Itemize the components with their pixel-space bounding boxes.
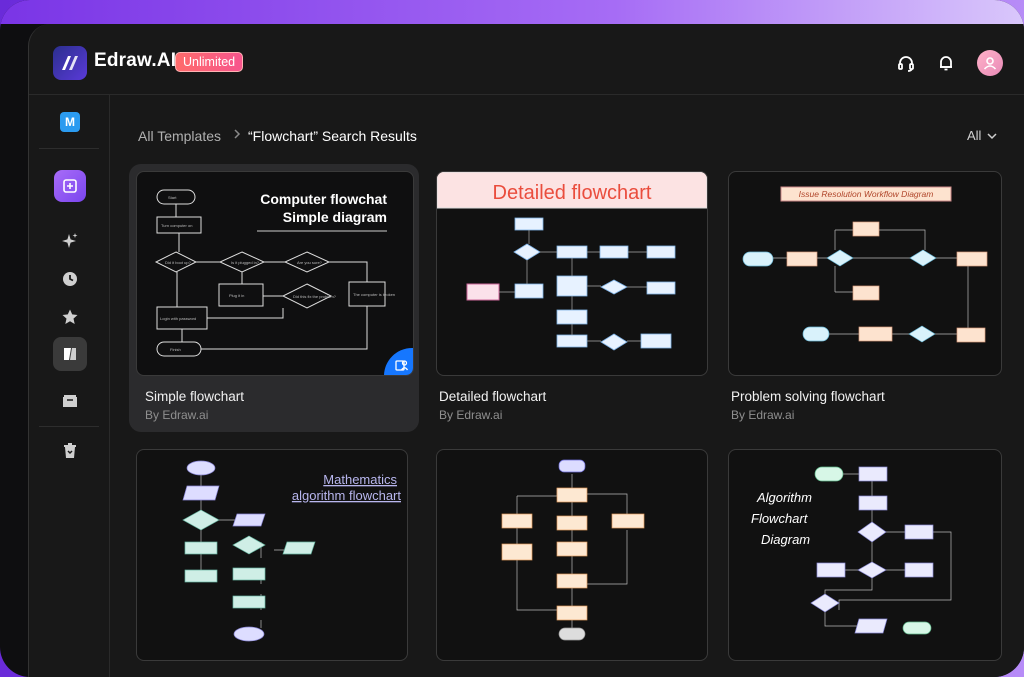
template-preview[interactable]: Issue Resolution Workflow Diagram	[728, 171, 1002, 376]
template-card[interactable]: Computer flowchat Simple diagram	[129, 164, 419, 432]
templates-icon[interactable]	[53, 337, 87, 371]
filter-label: All	[967, 128, 982, 143]
preview-heading-line1: Computer flowchat	[260, 191, 387, 207]
svg-text:Is it plugged in?: Is it plugged in?	[231, 260, 260, 265]
main-content: All Templates “Flowchart” Search Results…	[110, 95, 1024, 677]
folder-icon[interactable]	[58, 389, 82, 413]
svg-text:Start: Start	[168, 195, 177, 200]
template-author: By Edraw.ai	[731, 408, 795, 422]
filter-dropdown[interactable]: All	[967, 128, 997, 143]
svg-text:The computer is broken: The computer is broken	[353, 292, 395, 297]
preview-heading: Issue Resolution Workflow Diagram	[799, 189, 934, 199]
template-preview[interactable]	[436, 449, 708, 661]
template-title[interactable]: Detailed flowchart	[439, 389, 547, 404]
breadcrumb-current: “Flowchart” Search Results	[248, 128, 417, 144]
app-window: Edraw.AI Unlimited M	[28, 24, 1024, 677]
user-avatar[interactable]	[977, 50, 1003, 76]
headset-support-icon[interactable]	[895, 52, 917, 74]
frame-gradient	[0, 0, 1024, 24]
plan-badge[interactable]: Unlimited	[175, 52, 244, 72]
preview-heading-line1: Algorithm	[756, 490, 812, 505]
top-bar: Edraw.AI Unlimited	[29, 24, 1024, 95]
svg-text:Did it boot up?: Did it boot up?	[165, 260, 192, 265]
template-preview[interactable]: Detailed flowchart	[436, 171, 708, 376]
preview-heading: Detailed flowchart	[493, 182, 652, 204]
preview-heading-line1: Mathematics	[323, 472, 397, 487]
preview-heading-line3: Diagram	[761, 532, 810, 547]
template-preview[interactable]: Mathematics algorithm flowchart	[136, 449, 408, 661]
template-preview[interactable]: Algorithm Flowchart Diagram	[728, 449, 1002, 661]
template-preview[interactable]: Computer flowchat Simple diagram	[136, 171, 414, 376]
favorites-star-icon[interactable]	[58, 305, 82, 329]
svg-text:Did this fix the problem?: Did this fix the problem?	[293, 294, 337, 299]
ai-sparkle-icon[interactable]	[58, 229, 82, 253]
brand-name: Edraw.AI	[94, 50, 177, 71]
svg-text:Turn computer on: Turn computer on	[161, 223, 192, 228]
preview-heading-line2: Simple diagram	[283, 209, 387, 225]
template-author: By Edraw.ai	[145, 408, 209, 422]
new-file-button[interactable]	[54, 170, 86, 202]
sidebar-divider	[39, 426, 99, 427]
workspace-avatar[interactable]: M	[60, 112, 80, 132]
edraw-logo-icon[interactable]	[53, 46, 87, 80]
recent-clock-icon[interactable]	[58, 267, 82, 291]
bell-icon[interactable]	[935, 52, 957, 74]
preview-heading-line2: Flowchart	[751, 511, 809, 526]
svg-text:Are you sure?: Are you sure?	[297, 260, 323, 265]
template-card[interactable]: Detailed flowchart Detailed fl	[429, 164, 719, 432]
preview-heading-line2: algorithm flowchart	[292, 488, 401, 503]
svg-text:Login with password: Login with password	[160, 316, 196, 321]
template-title[interactable]: Simple flowchart	[145, 389, 245, 404]
template-card[interactable]: Issue Resolution Workflow Diagram	[721, 164, 1011, 432]
template-author: By Edraw.ai	[439, 408, 503, 422]
chevron-down-icon	[987, 132, 997, 139]
sidebar-divider	[39, 148, 99, 149]
svg-text:Plug it in: Plug it in	[229, 293, 244, 298]
left-sidebar: M	[29, 95, 110, 677]
breadcrumb-all-templates[interactable]: All Templates	[138, 128, 222, 144]
trash-icon[interactable]	[58, 439, 82, 463]
template-title[interactable]: Problem solving flowchart	[731, 389, 885, 404]
svg-text:Finish: Finish	[170, 347, 181, 352]
breadcrumb-chevron-icon	[232, 127, 242, 143]
